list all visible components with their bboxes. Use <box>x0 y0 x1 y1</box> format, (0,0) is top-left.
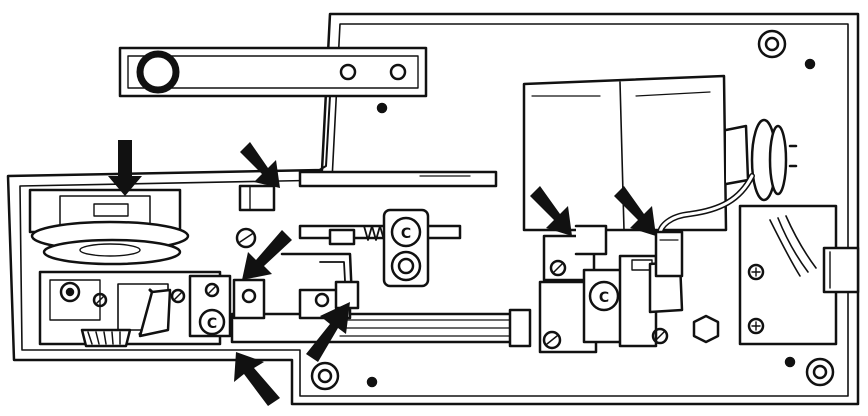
right-crank-assembly: C <box>538 224 684 354</box>
svg-text:C: C <box>401 226 411 242</box>
bobbin-case-assembly <box>28 188 190 266</box>
plate-mounting-hole <box>805 357 835 387</box>
left-collar-block: C <box>188 274 232 338</box>
pointer-arrow <box>240 142 280 188</box>
lever-screw <box>235 227 257 249</box>
plate-mounting-hole <box>310 361 340 391</box>
base-plate <box>6 12 860 406</box>
pointer-arrow <box>108 140 142 196</box>
plate-mounting-hole <box>757 29 787 59</box>
set-screw <box>204 282 220 298</box>
rivet-dot <box>804 58 816 70</box>
rivet-dot <box>784 356 796 368</box>
set-screw <box>92 292 108 308</box>
pointer-arrow <box>530 186 572 236</box>
motor-mount-plate <box>738 204 860 346</box>
motor-pulley <box>724 118 798 202</box>
bevel-gear <box>80 328 132 348</box>
connecting-rod <box>315 95 331 173</box>
shelf-plate <box>298 170 498 188</box>
pointer-arrow <box>242 230 292 280</box>
rivet-dot <box>366 376 378 388</box>
pointer-arrow <box>614 186 656 236</box>
main-drive-shaft <box>230 308 532 348</box>
wire-bundle <box>657 173 755 237</box>
rivet-dot <box>376 102 388 114</box>
stop-block <box>238 184 276 212</box>
svg-text:C: C <box>207 316 217 332</box>
bed-hinge-bar <box>118 46 428 98</box>
pointer-arrow <box>306 302 350 362</box>
adjuster-stud <box>654 230 684 278</box>
motor-housing <box>522 74 728 232</box>
pointer-arrow <box>234 352 280 406</box>
svg-text:C: C <box>599 290 609 306</box>
set-screw <box>170 288 186 304</box>
eccentric-collar: C <box>382 208 430 288</box>
hex-nut <box>692 314 720 344</box>
